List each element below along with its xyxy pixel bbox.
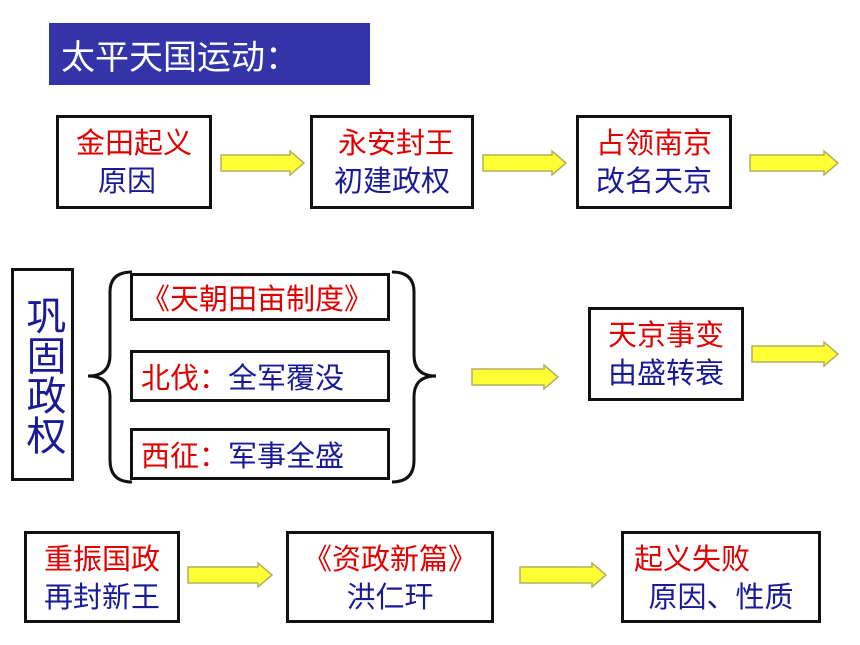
box-red-text: 占领南京 bbox=[595, 126, 712, 160]
box-blue-text: 原因、性质 bbox=[648, 580, 794, 614]
arrow-right-icon bbox=[749, 149, 840, 177]
box-blue-text: 改名天京 bbox=[595, 164, 712, 198]
box-tianjing-incident: 天京事变 由盛转衰 bbox=[588, 307, 744, 401]
consolidate-power-box: 巩固政权 bbox=[11, 268, 74, 481]
box-red-text: 重振国政 bbox=[43, 542, 160, 576]
arrow-right-icon bbox=[187, 561, 274, 589]
branch-land-system: 《天朝田亩制度》 bbox=[130, 273, 390, 321]
branch-red-text: 西征： bbox=[141, 439, 229, 473]
box-blue-text: 初建政权 bbox=[333, 164, 450, 198]
left-brace bbox=[87, 270, 133, 484]
box-blue-text: 原因 bbox=[97, 164, 156, 198]
box-jintian-uprising: 金田起义 原因 bbox=[56, 115, 212, 209]
box-occupy-nanjing: 占领南京 改名天京 bbox=[576, 115, 732, 209]
arrow-right-icon bbox=[482, 149, 568, 177]
branch-blue-text: 全军覆没 bbox=[228, 361, 345, 395]
branch-western-expedition: 西征：军事全盛 bbox=[130, 428, 390, 480]
arrow-right-icon bbox=[751, 340, 840, 368]
box-red-text: 永安封王 bbox=[337, 126, 454, 160]
box-red-text: 起义失败 bbox=[634, 542, 751, 576]
arrow-right-icon bbox=[220, 149, 306, 177]
box-blue-text: 再封新王 bbox=[43, 580, 160, 614]
box-blue-text: 由盛转衰 bbox=[607, 356, 724, 390]
box-red-text: 天京事变 bbox=[607, 318, 724, 352]
box-uprising-failure: 起义失败 原因、性质 bbox=[621, 531, 821, 623]
arrow-right-icon bbox=[471, 363, 560, 391]
box-revive-state: 重振国政 再封新王 bbox=[24, 531, 180, 623]
branch-red-text: 北伐： bbox=[141, 361, 229, 395]
box-red-text: 金田起义 bbox=[75, 126, 192, 160]
arrow-right-icon bbox=[519, 561, 608, 589]
box-zizheng-xinpian: 《资政新篇》 洪仁玕 bbox=[286, 531, 494, 623]
box-yongan-kings: 永安封王 初建政权 bbox=[310, 115, 474, 209]
box-blue-text: 洪仁玕 bbox=[346, 580, 434, 614]
branch-northern-expedition: 北伐：全军覆没 bbox=[130, 350, 390, 402]
page-title: 太平天国运动： bbox=[49, 23, 370, 85]
right-brace bbox=[391, 270, 437, 484]
branch-blue-text: 军事全盛 bbox=[228, 439, 345, 473]
branch-red-text: 《天朝田亩制度》 bbox=[141, 282, 374, 316]
box-red-text: 《资政新篇》 bbox=[302, 542, 477, 576]
